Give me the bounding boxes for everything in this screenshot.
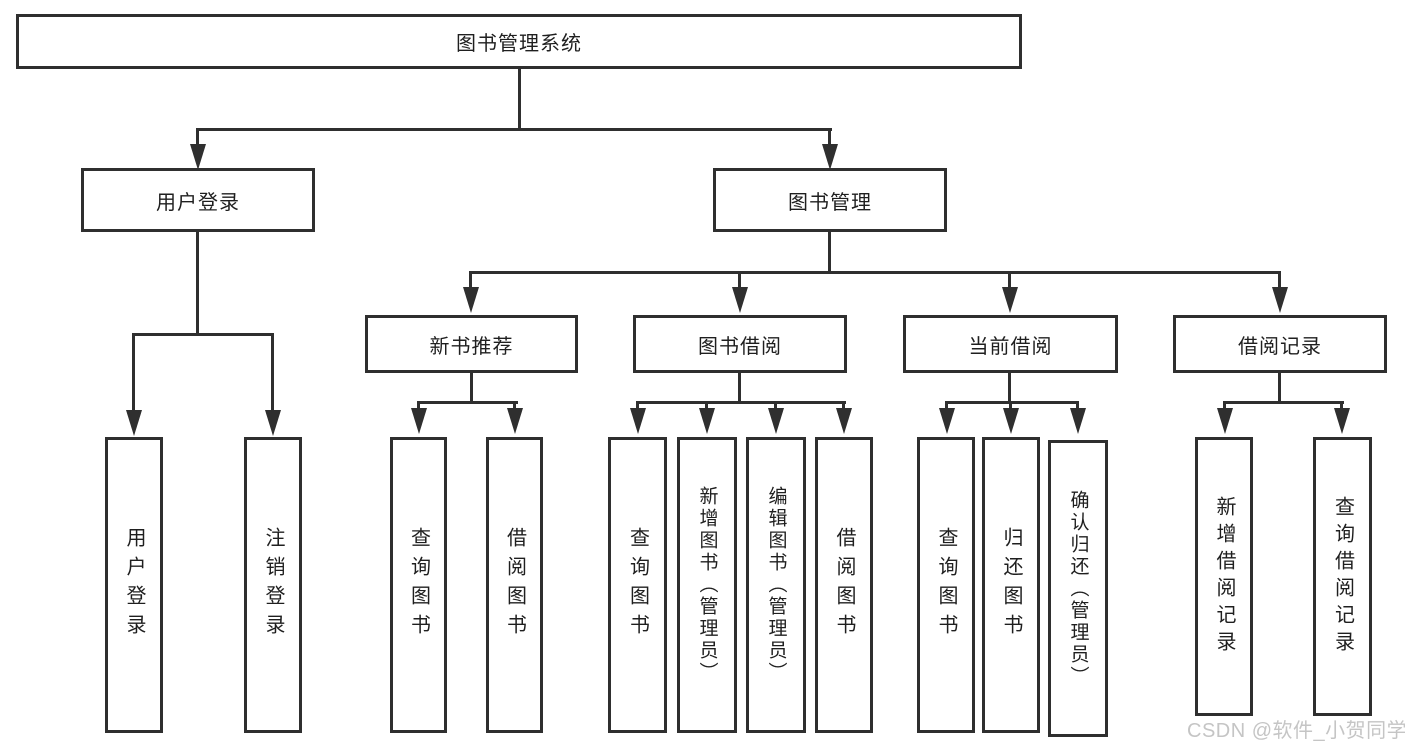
connector-login-stem: [196, 232, 199, 336]
connector-group-borrowing-stem: [738, 373, 741, 404]
connector-group-current-stem: [1008, 373, 1011, 404]
connector-arrow-stem-borrowing: [738, 271, 741, 289]
connector-arrow-stem-user-login: [196, 128, 199, 148]
connector-login-branch: [132, 333, 273, 336]
connector-arrow-stem: [774, 401, 777, 412]
node-user-login: 用户登录: [81, 168, 315, 232]
connector-root-stem: [518, 69, 521, 130]
connector-arrow-stem: [513, 401, 516, 412]
arrow-down-icon: [411, 408, 427, 434]
leaf-add-book-admin: 新增图书（管理员）: [677, 437, 737, 733]
arrow-down-icon: [732, 287, 748, 313]
arrow-down-icon: [190, 144, 206, 170]
node-current-borrowing: 当前借阅: [903, 315, 1118, 373]
arrow-down-icon: [126, 410, 142, 436]
connector-group-current-branch: [945, 401, 1079, 404]
leaf-query-books-current: 查询图书: [917, 437, 975, 733]
connector-arrow-stem-records: [1278, 271, 1281, 289]
arrow-down-icon: [265, 410, 281, 436]
connector-arrow-stem: [1076, 401, 1079, 412]
connector-level3-branch: [470, 271, 1281, 274]
connector-arrow-stem: [945, 401, 948, 412]
connector-arrow-stem-login-leaf2: [271, 333, 274, 411]
connector-group-recommend-stem: [470, 373, 473, 404]
arrow-down-icon: [507, 408, 523, 434]
connector-arrow-stem: [1223, 401, 1226, 412]
connector-arrow-stem-current: [1008, 271, 1011, 289]
node-book-borrowing: 图书借阅: [633, 315, 847, 373]
leaf-query-books-borrowing: 查询图书: [608, 437, 667, 733]
node-book-management: 图书管理: [713, 168, 947, 232]
watermark: CSDN @软件_小贺同学: [1187, 720, 1405, 742]
connector-arrow-stem: [1340, 401, 1343, 412]
connector-group-borrowing-branch: [636, 401, 846, 404]
connector-arrow-stem: [1009, 401, 1012, 412]
arrow-down-icon: [1217, 408, 1233, 434]
connector-level2-branch: [196, 128, 832, 131]
connector-group-records-stem: [1278, 373, 1281, 404]
arrow-down-icon: [939, 408, 955, 434]
connector-group-records-branch: [1223, 401, 1344, 404]
arrow-down-icon: [1272, 287, 1288, 313]
arrow-down-icon: [630, 408, 646, 434]
connector-arrow-stem-login-leaf1: [132, 333, 135, 411]
leaf-query-borrow-record: 查询借阅记录: [1313, 437, 1372, 716]
node-new-book-recommend: 新书推荐: [365, 315, 578, 373]
connector-arrow-stem: [636, 401, 639, 412]
arrow-down-icon: [1334, 408, 1350, 434]
leaf-query-books-recommend: 查询图书: [390, 437, 447, 733]
leaf-add-borrow-record: 新增借阅记录: [1195, 437, 1253, 716]
connector-arrow-stem: [705, 401, 708, 412]
arrow-down-icon: [699, 408, 715, 434]
connector-group-recommend-branch: [417, 401, 518, 404]
leaf-borrow-books-recommend: 借阅图书: [486, 437, 543, 733]
leaf-return-books: 归还图书: [982, 437, 1040, 733]
arrow-down-icon: [836, 408, 852, 434]
connector-arrow-stem-book-mgmt: [828, 128, 831, 148]
arrow-down-icon: [463, 287, 479, 313]
node-root: 图书管理系统: [16, 14, 1022, 69]
leaf-logout-login: 注销登录: [244, 437, 302, 733]
leaf-user-login: 用户登录: [105, 437, 163, 733]
leaf-edit-book-admin: 编辑图书（管理员）: [746, 437, 806, 733]
arrow-down-icon: [1002, 287, 1018, 313]
node-borrowing-records: 借阅记录: [1173, 315, 1387, 373]
connector-arrow-stem: [842, 401, 845, 412]
arrow-down-icon: [1070, 408, 1086, 434]
arrow-down-icon: [1003, 408, 1019, 434]
connector-arrow-stem-recommend: [469, 271, 472, 289]
arrow-down-icon: [822, 144, 838, 170]
arrow-down-icon: [768, 408, 784, 434]
connector-arrow-stem: [417, 401, 420, 412]
connector-mgmt-stem: [828, 232, 831, 274]
leaf-confirm-return-admin: 确认归还（管理员）: [1048, 440, 1108, 737]
leaf-borrow-books-borrowing: 借阅图书: [815, 437, 873, 733]
